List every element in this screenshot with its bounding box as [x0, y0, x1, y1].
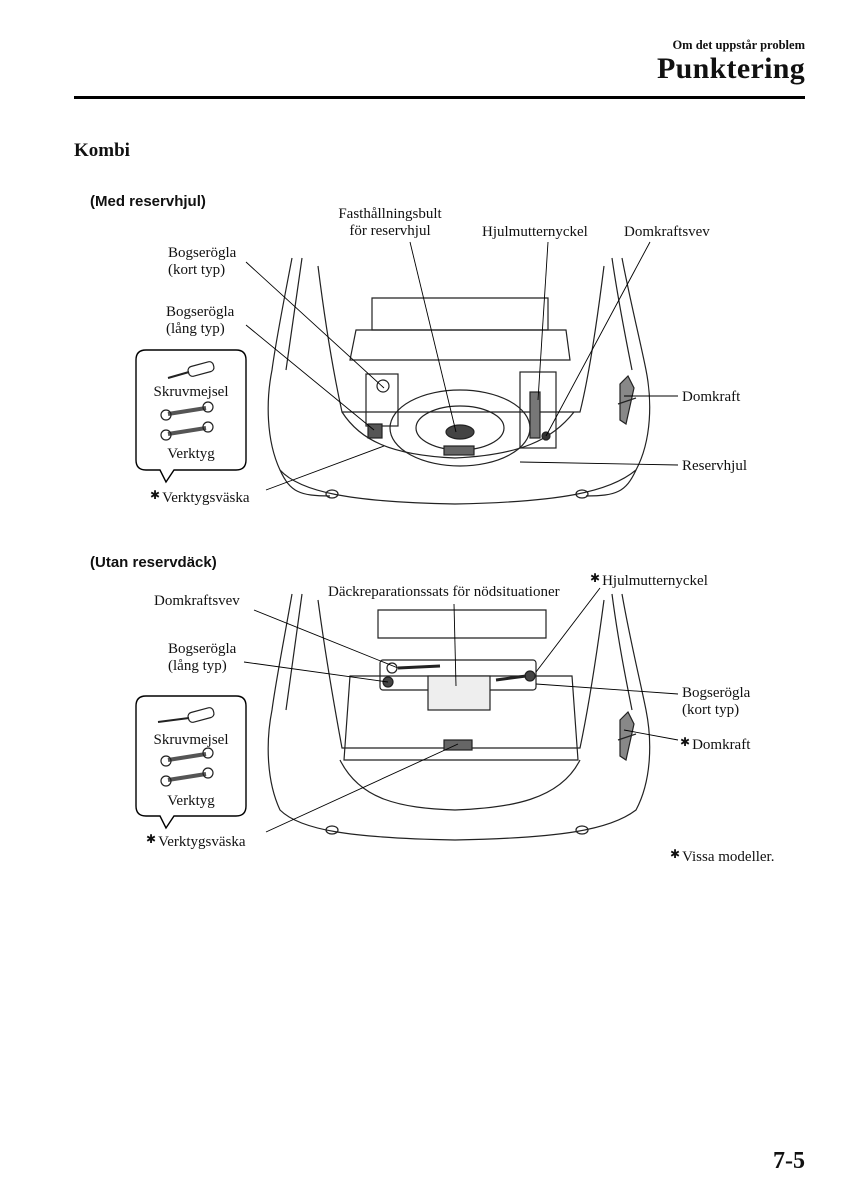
page-number: 7-5	[773, 1148, 805, 1174]
screwdriver-icon-1	[167, 361, 215, 379]
leader-lines-2	[243, 587, 679, 833]
chapter-header: Om det uppstår problem	[672, 38, 805, 52]
car-trunk-drawing-1	[267, 257, 651, 505]
label-screwdriver-2: Skruvmejsel	[153, 732, 229, 748]
label-lug-wrench-2: ✱Hjulmutternyckel	[590, 571, 708, 589]
footnote: ✱Vissa modeller.	[670, 847, 775, 865]
leader-lines-1	[245, 241, 679, 491]
figure1-subtitle: (Med reservhjul)	[90, 193, 206, 210]
label-screwdriver-1: Skruvmejsel	[153, 384, 229, 400]
label-jack-handle-1: Domkraftsvev	[624, 224, 710, 240]
label-jack-handle-2: Domkraftsvev	[154, 593, 240, 609]
screwdriver-icon-2	[157, 707, 215, 723]
label-spare-bolt: Fasthållningsbult för reservhjul	[338, 206, 442, 239]
asterisk-mark: ✱	[670, 847, 681, 861]
label-tow-long-1: Bogserögla (lång typ)	[166, 304, 235, 337]
label-spare-wheel: Reservhjul	[682, 458, 747, 474]
car-trunk-drawing-2	[267, 593, 651, 841]
label-tow-short-2: Bogserögla (kort typ)	[682, 685, 751, 718]
label-tool-bag-2: ✱Verktygsväska	[146, 832, 246, 850]
wrench-icon-1	[160, 401, 214, 441]
page-title: Punktering	[656, 52, 805, 85]
label-tow-short-1: Bogserögla (kort typ)	[168, 245, 237, 278]
label-lug-wrench-1: Hjulmutternyckel	[482, 224, 588, 240]
label-repair-kit: Däckreparationssats för nödsituationer	[328, 584, 560, 600]
asterisk-mark: ✱	[146, 832, 157, 846]
tools-callout-2	[135, 695, 247, 830]
tools-callout-1	[135, 349, 247, 484]
wrench-icon-2	[160, 747, 214, 787]
asterisk-mark: ✱	[680, 735, 691, 749]
figure2-subtitle: (Utan reservdäck)	[90, 554, 217, 571]
label-tool-bag-1: ✱Verktygsväska	[150, 488, 250, 506]
label-jack-2: ✱Domkraft	[680, 735, 751, 753]
asterisk-mark: ✱	[150, 488, 161, 502]
section-title: Kombi	[74, 140, 130, 161]
label-tools-2: Verktyg	[167, 793, 215, 809]
header-rule	[74, 96, 805, 99]
asterisk-mark: ✱	[590, 571, 601, 585]
label-tow-long-2: Bogserögla (lång typ)	[168, 641, 237, 674]
label-jack-1: Domkraft	[682, 389, 741, 405]
label-tools-1: Verktyg	[167, 446, 215, 462]
